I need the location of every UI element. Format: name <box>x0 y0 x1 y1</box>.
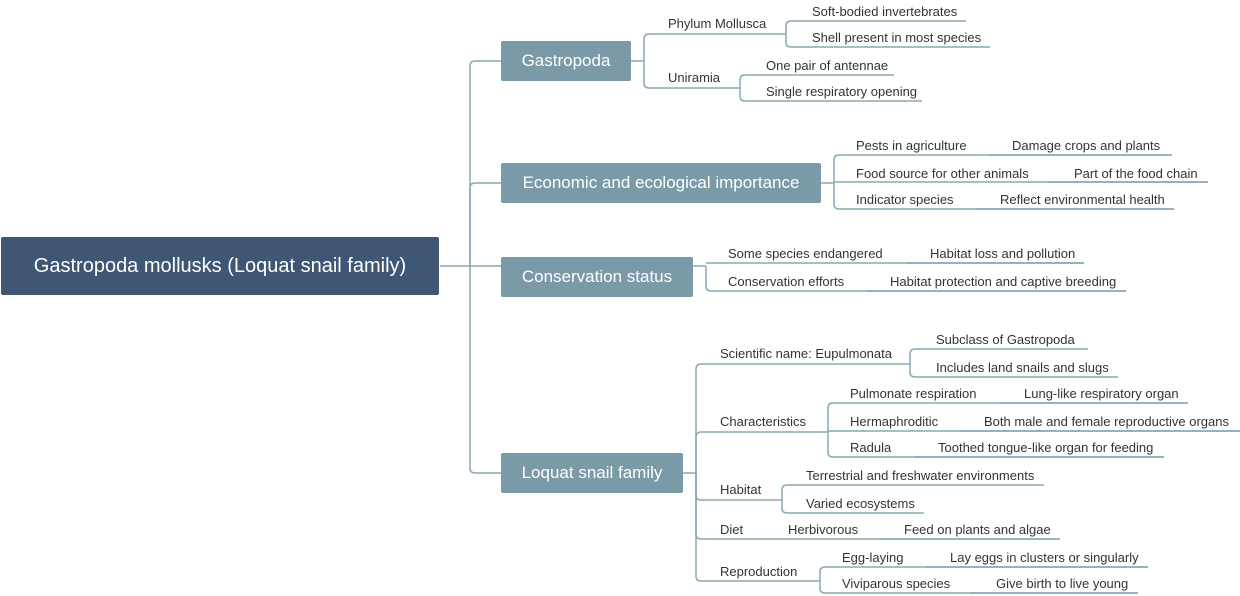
topic-male-female-organs[interactable]: Both male and female reproductive organs <box>984 414 1229 429</box>
connector-line <box>739 88 922 102</box>
topic-subclass-gastropoda[interactable]: Subclass of Gastropoda <box>936 332 1075 347</box>
connector-line <box>819 566 1148 581</box>
topic-varied-ecosystems[interactable]: Varied ecosystems <box>806 496 915 511</box>
topic-egg-laying[interactable]: Egg-laying <box>842 550 904 565</box>
connector-line <box>819 581 1138 594</box>
topic-scientific-name[interactable]: Scientific name: Eupulmonata <box>720 346 892 361</box>
topic-environmental-health[interactable]: Reflect environmental health <box>1000 192 1165 207</box>
topic-single-respiratory-opening[interactable]: Single respiratory opening <box>766 84 918 99</box>
connector-line <box>785 20 966 34</box>
connector-line <box>833 183 1174 210</box>
connector-line <box>469 182 501 266</box>
topic-toothed-tongue[interactable]: Toothed tongue-like organ for feeding <box>938 440 1154 455</box>
root-topic[interactable]: Gastropoda mollusks (Loquat snail family… <box>1 237 439 295</box>
topic-radula[interactable]: Radula <box>850 440 892 455</box>
topic-live-young[interactable]: Give birth to live young <box>996 576 1129 591</box>
connector-line <box>695 473 820 582</box>
topic-soft-bodied-invertebrates[interactable]: Soft-bodied invertebrates <box>812 4 958 19</box>
topic-plants-algae[interactable]: Feed on plants and algae <box>904 522 1051 537</box>
topic-uniramia[interactable]: Uniramia <box>668 70 721 85</box>
topic-terrestrial-freshwater[interactable]: Terrestrial and freshwater environments <box>806 468 1035 483</box>
topic-habitat[interactable]: Habitat <box>720 482 762 497</box>
topic-reproduction[interactable]: Reproduction <box>720 564 798 579</box>
topic-one-pair-antennae[interactable]: One pair of antennae <box>766 58 889 73</box>
connector-line <box>469 60 501 266</box>
connector-line <box>909 364 1118 378</box>
connector-line <box>695 431 828 473</box>
topic-pulmonate-respiration[interactable]: Pulmonate respiration <box>850 386 977 401</box>
topic-shell-present[interactable]: Shell present in most species <box>812 30 982 45</box>
connector-line <box>781 500 924 514</box>
topic-viviparous-species[interactable]: Viviparous species <box>842 576 951 591</box>
branch-conservation-status[interactable]: Conservation status <box>501 257 693 297</box>
topic-lay-eggs[interactable]: Lay eggs in clusters or singularly <box>950 550 1139 565</box>
topic-herbivorous[interactable]: Herbivorous <box>788 522 859 537</box>
connector-line <box>643 33 786 61</box>
topic-characteristics[interactable]: Characteristics <box>720 414 806 429</box>
topic-land-snails-slugs[interactable]: Includes land snails and slugs <box>936 360 1109 375</box>
branch-economic-ecological-importance[interactable]: Economic and ecological importance <box>501 163 821 203</box>
connector-line <box>827 432 1164 458</box>
topic-some-species-endangered[interactable]: Some species endangered <box>728 246 883 261</box>
connector-line <box>705 266 1126 292</box>
connector-line <box>695 363 910 473</box>
topic-phylum-mollusca[interactable]: Phylum Mollusca <box>668 16 767 31</box>
connector-line <box>781 484 1044 500</box>
connector-line <box>909 348 1088 364</box>
topic-pests-in-agriculture[interactable]: Pests in agriculture <box>856 138 967 153</box>
topic-hermaphroditic[interactable]: Hermaphroditic <box>850 414 939 429</box>
topic-lung-like-organ[interactable]: Lung-like respiratory organ <box>1024 386 1179 401</box>
topic-damage-crops[interactable]: Damage crops and plants <box>1012 138 1161 153</box>
topic-food-source[interactable]: Food source for other animals <box>856 166 1029 181</box>
topic-conservation-efforts[interactable]: Conservation efforts <box>728 274 845 289</box>
topic-diet[interactable]: Diet <box>720 522 744 537</box>
topic-indicator-species[interactable]: Indicator species <box>856 192 954 207</box>
connector-line <box>833 154 1172 183</box>
connector-line <box>827 402 1188 432</box>
topic-habitat-protection[interactable]: Habitat protection and captive breeding <box>890 274 1117 289</box>
topic-habitat-loss[interactable]: Habitat loss and pollution <box>930 246 1076 261</box>
connector-line <box>469 266 501 474</box>
connector-line <box>643 61 740 89</box>
branch-loquat-snail-family[interactable]: Loquat snail family <box>501 453 683 493</box>
branch-gastropoda[interactable]: Gastropoda <box>501 41 631 81</box>
topic-food-chain[interactable]: Part of the food chain <box>1074 166 1198 181</box>
connector-line <box>785 34 990 48</box>
connector-line <box>739 74 894 88</box>
